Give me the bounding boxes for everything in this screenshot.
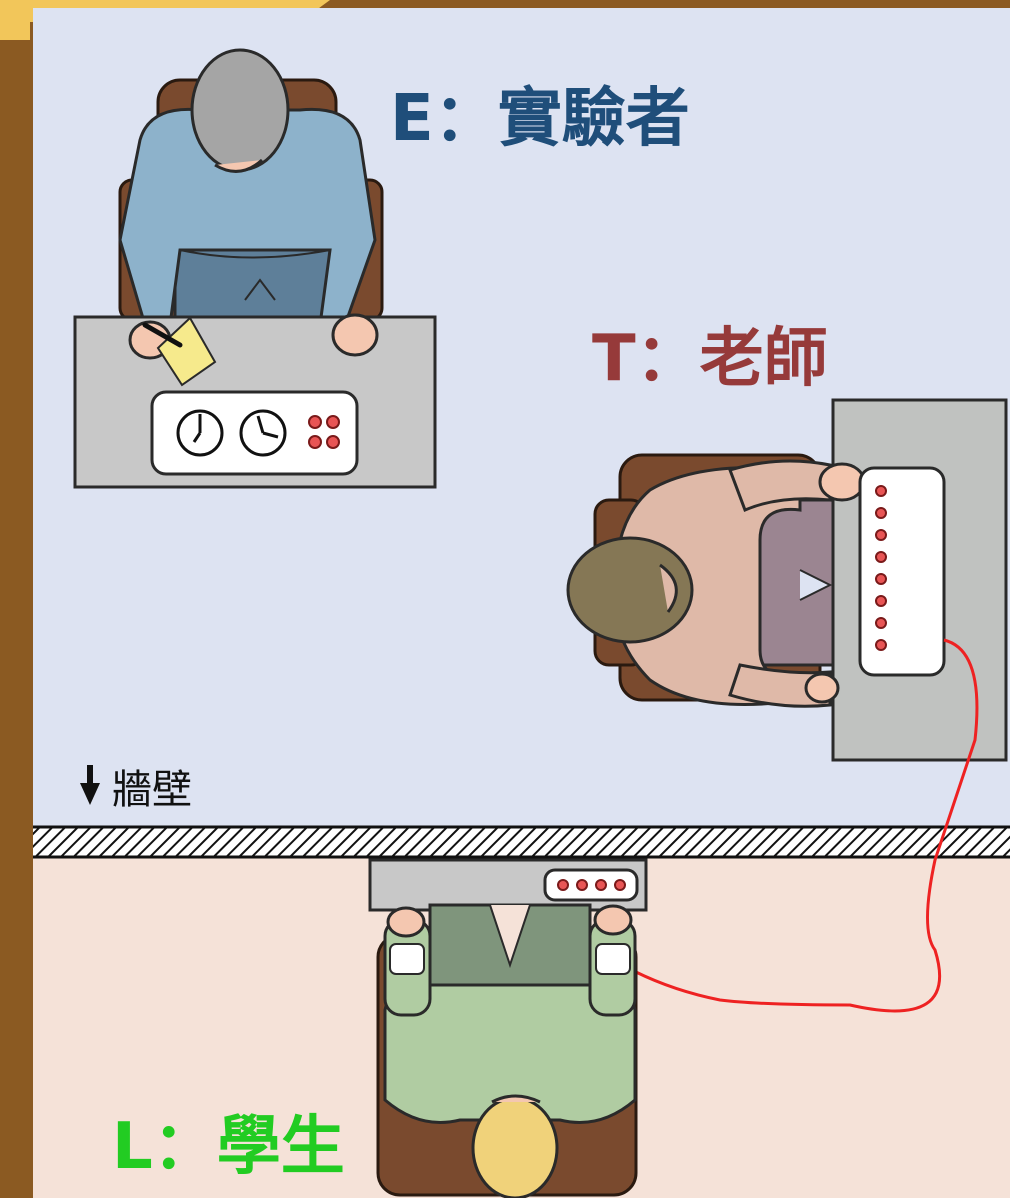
wall-label: 牆壁 [112, 767, 192, 813]
teacher-label: T：老師 [592, 322, 828, 396]
notepad [156, 316, 217, 387]
learner-figure [368, 858, 648, 1198]
experimenter-table [73, 313, 437, 489]
teacher-hand [818, 462, 866, 502]
learner-label: L：學生 [112, 1110, 345, 1184]
clock-icon-1 [176, 409, 224, 457]
clock-icon-2 [239, 409, 287, 457]
learner-panel-lights [557, 879, 626, 891]
pen [142, 322, 183, 348]
down-arrow-icon [80, 765, 100, 805]
wrist-strap-right [595, 943, 631, 975]
wrist-strap-left [389, 943, 425, 975]
shock-wire [627, 638, 979, 1013]
console-lights [308, 415, 340, 449]
wall [33, 825, 1010, 859]
shock-generator [858, 466, 946, 677]
shock-buttons [875, 485, 887, 651]
learner-panel [543, 868, 639, 902]
experimenter-figure [118, 48, 384, 360]
experimenter-label: E：實驗者 [390, 82, 690, 156]
teacher-figure [566, 453, 837, 708]
